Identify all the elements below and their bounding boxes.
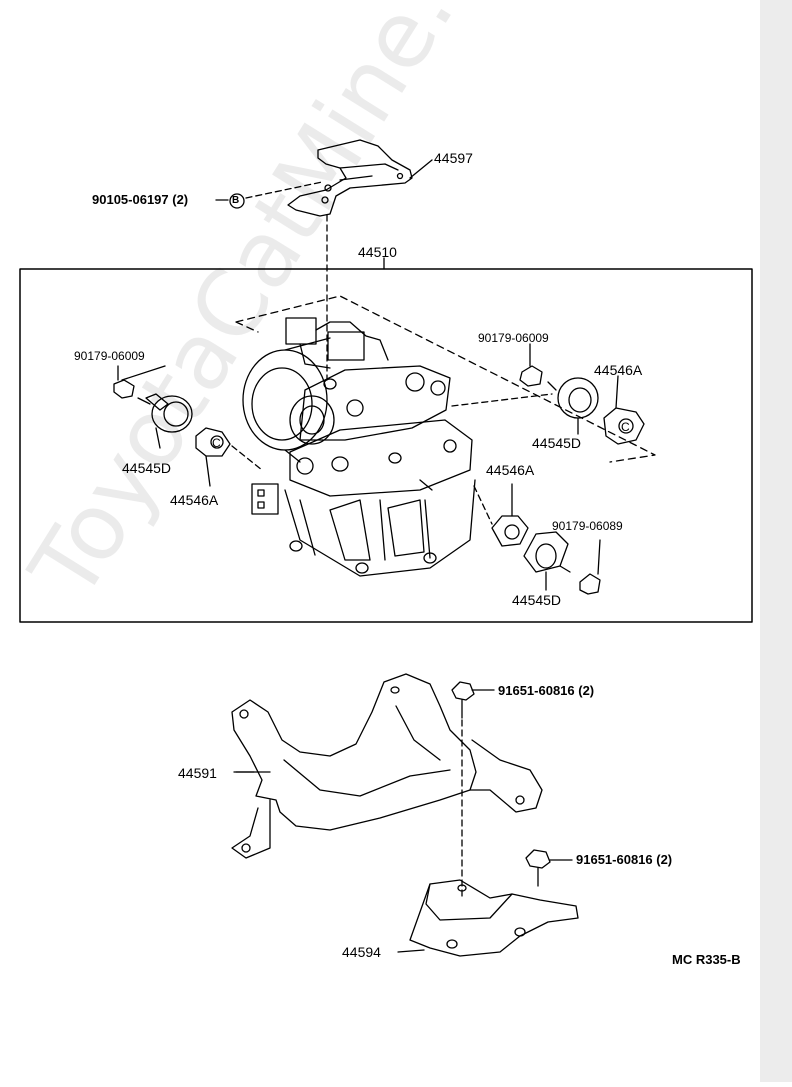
bolt-b-leader xyxy=(215,181,323,209)
label-44545d-left: 44545D xyxy=(122,460,172,476)
label-91651-60816-lower: 91651-60816 (2) xyxy=(576,852,673,867)
bracket-44594 xyxy=(397,879,579,957)
marker-c-right: C xyxy=(621,420,630,434)
label-44545d-lower: 44545D xyxy=(512,592,562,608)
bracket-44591 xyxy=(231,673,543,859)
assembly-box-44510 xyxy=(19,257,753,623)
label-44591: 44591 xyxy=(178,765,217,781)
label-44546a-right: 44546A xyxy=(594,362,643,378)
leader-lines xyxy=(121,365,255,773)
label-90179-06009-left: 90179-06009 xyxy=(74,349,145,363)
label-44546a-mid: 44546A xyxy=(486,462,535,478)
actuator-body xyxy=(242,317,476,577)
label-44545d-right: 44545D xyxy=(532,435,582,451)
bracket-44597 xyxy=(287,139,433,217)
label-44510: 44510 xyxy=(358,244,397,260)
parts-diagram: 44597 90105-06197 (2) B 44510 90179-0600… xyxy=(10,0,753,967)
pump-dashed-outline xyxy=(235,295,656,463)
lower-right-mount-parts xyxy=(473,483,601,595)
label-90179-06009-right: 90179-06009 xyxy=(478,331,549,345)
marker-c-left: C xyxy=(212,436,221,450)
label-44546a-left: 44546A xyxy=(170,492,219,508)
side-margin-strip xyxy=(760,0,792,1082)
marker-b: B xyxy=(232,195,240,206)
label-90105-06197: 90105-06197 (2) xyxy=(92,192,189,207)
label-44597: 44597 xyxy=(434,150,473,166)
figure-code: MC R335-B xyxy=(672,952,741,967)
label-44594: 44594 xyxy=(342,944,381,960)
diagram-drawing xyxy=(19,139,753,957)
label-91651-60816-upper: 91651-60816 (2) xyxy=(498,683,595,698)
mount-bolts xyxy=(451,681,573,901)
right-mount-parts xyxy=(451,343,645,445)
label-90179-06089: 90179-06089 xyxy=(552,519,623,533)
